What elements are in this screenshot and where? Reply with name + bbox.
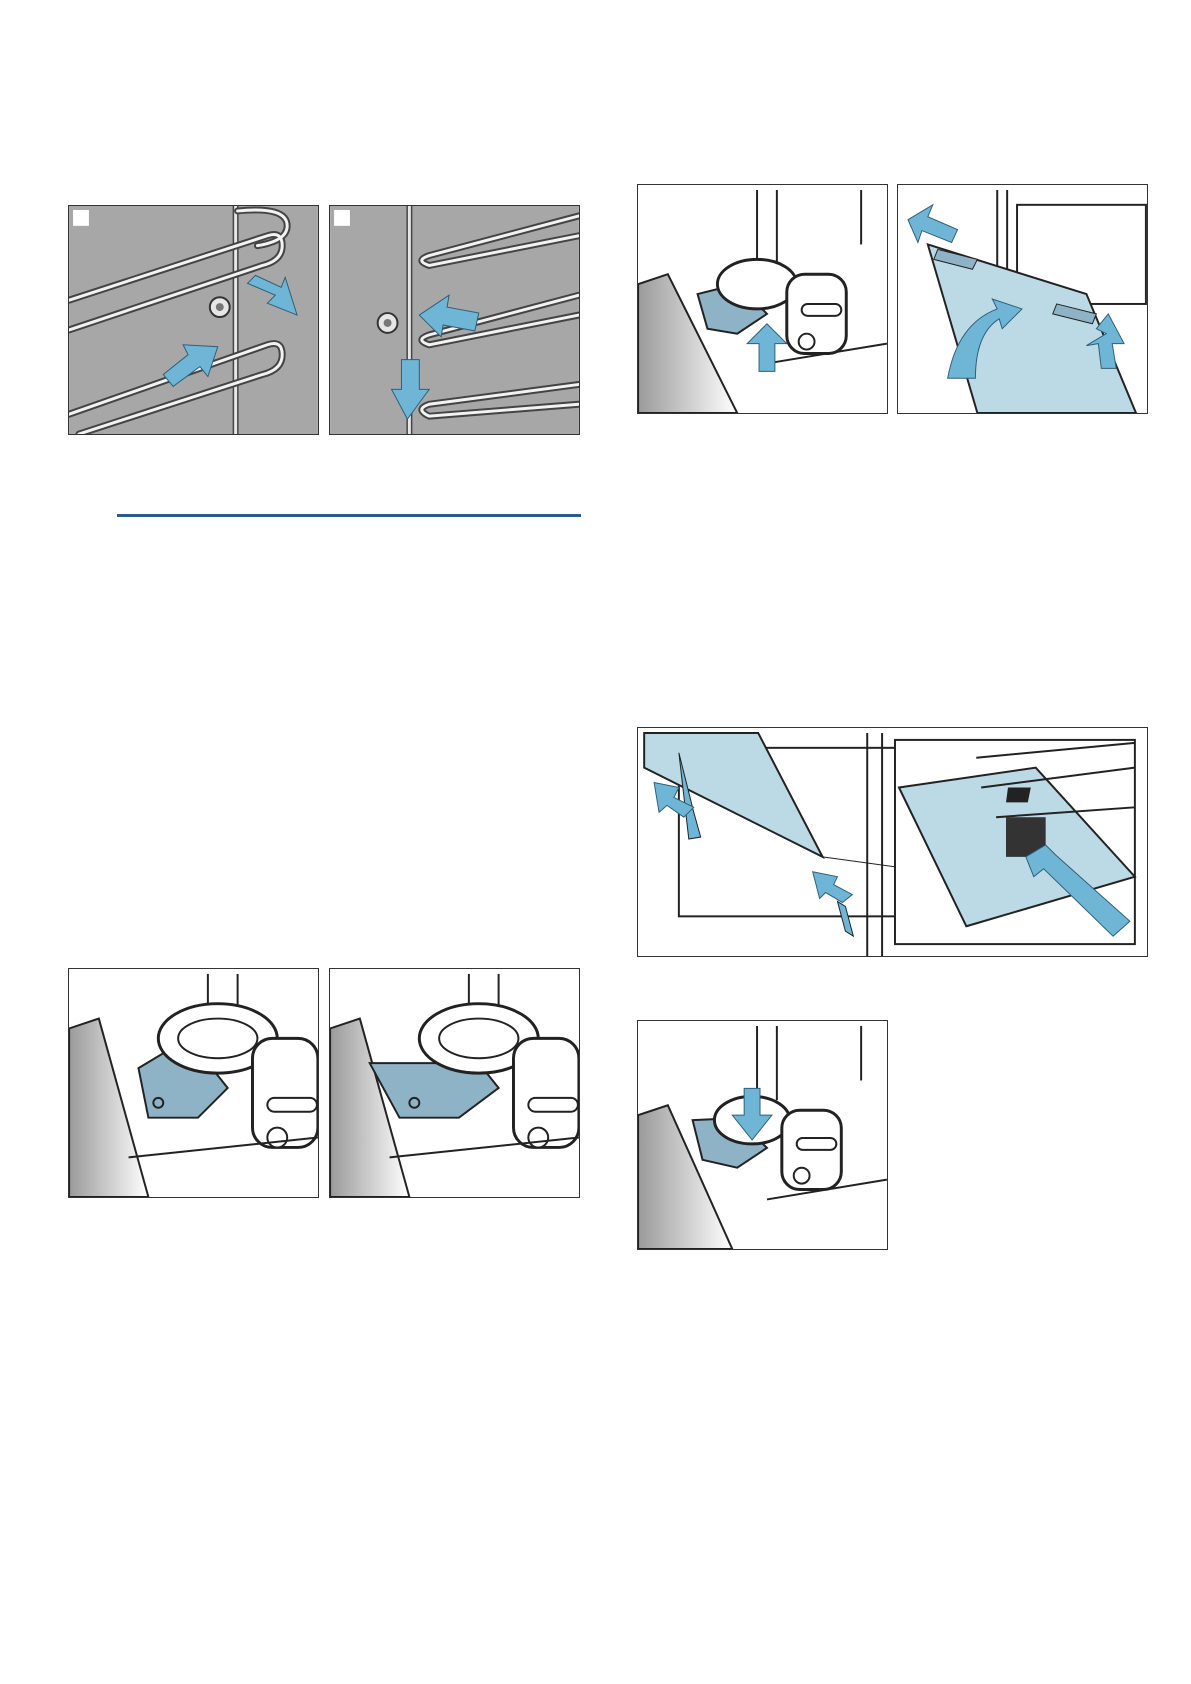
figure-pane-insert	[637, 727, 1148, 957]
shelf-rack-unhook-icon	[69, 206, 318, 434]
figure-rack-unhook	[68, 205, 319, 435]
hinge-lever-press-icon	[638, 1021, 887, 1249]
glass-pane-lift-icon	[898, 185, 1147, 413]
figure-pane-lift	[897, 184, 1148, 414]
hinge-lever-open-icon	[638, 185, 887, 413]
figure-hinge-open	[68, 968, 319, 1198]
shelf-rack-remove-icon	[330, 206, 579, 434]
hinge-lever-down-icon	[330, 969, 579, 1197]
figure-hinge-closed	[329, 968, 580, 1198]
glass-pane-insert-icon	[638, 728, 1147, 956]
figure-hinge-press	[637, 1020, 888, 1250]
figure-hinge-lift	[637, 184, 888, 414]
figure-rack-remove	[329, 205, 580, 435]
section-divider	[117, 514, 581, 517]
hinge-lever-up-icon	[69, 969, 318, 1197]
